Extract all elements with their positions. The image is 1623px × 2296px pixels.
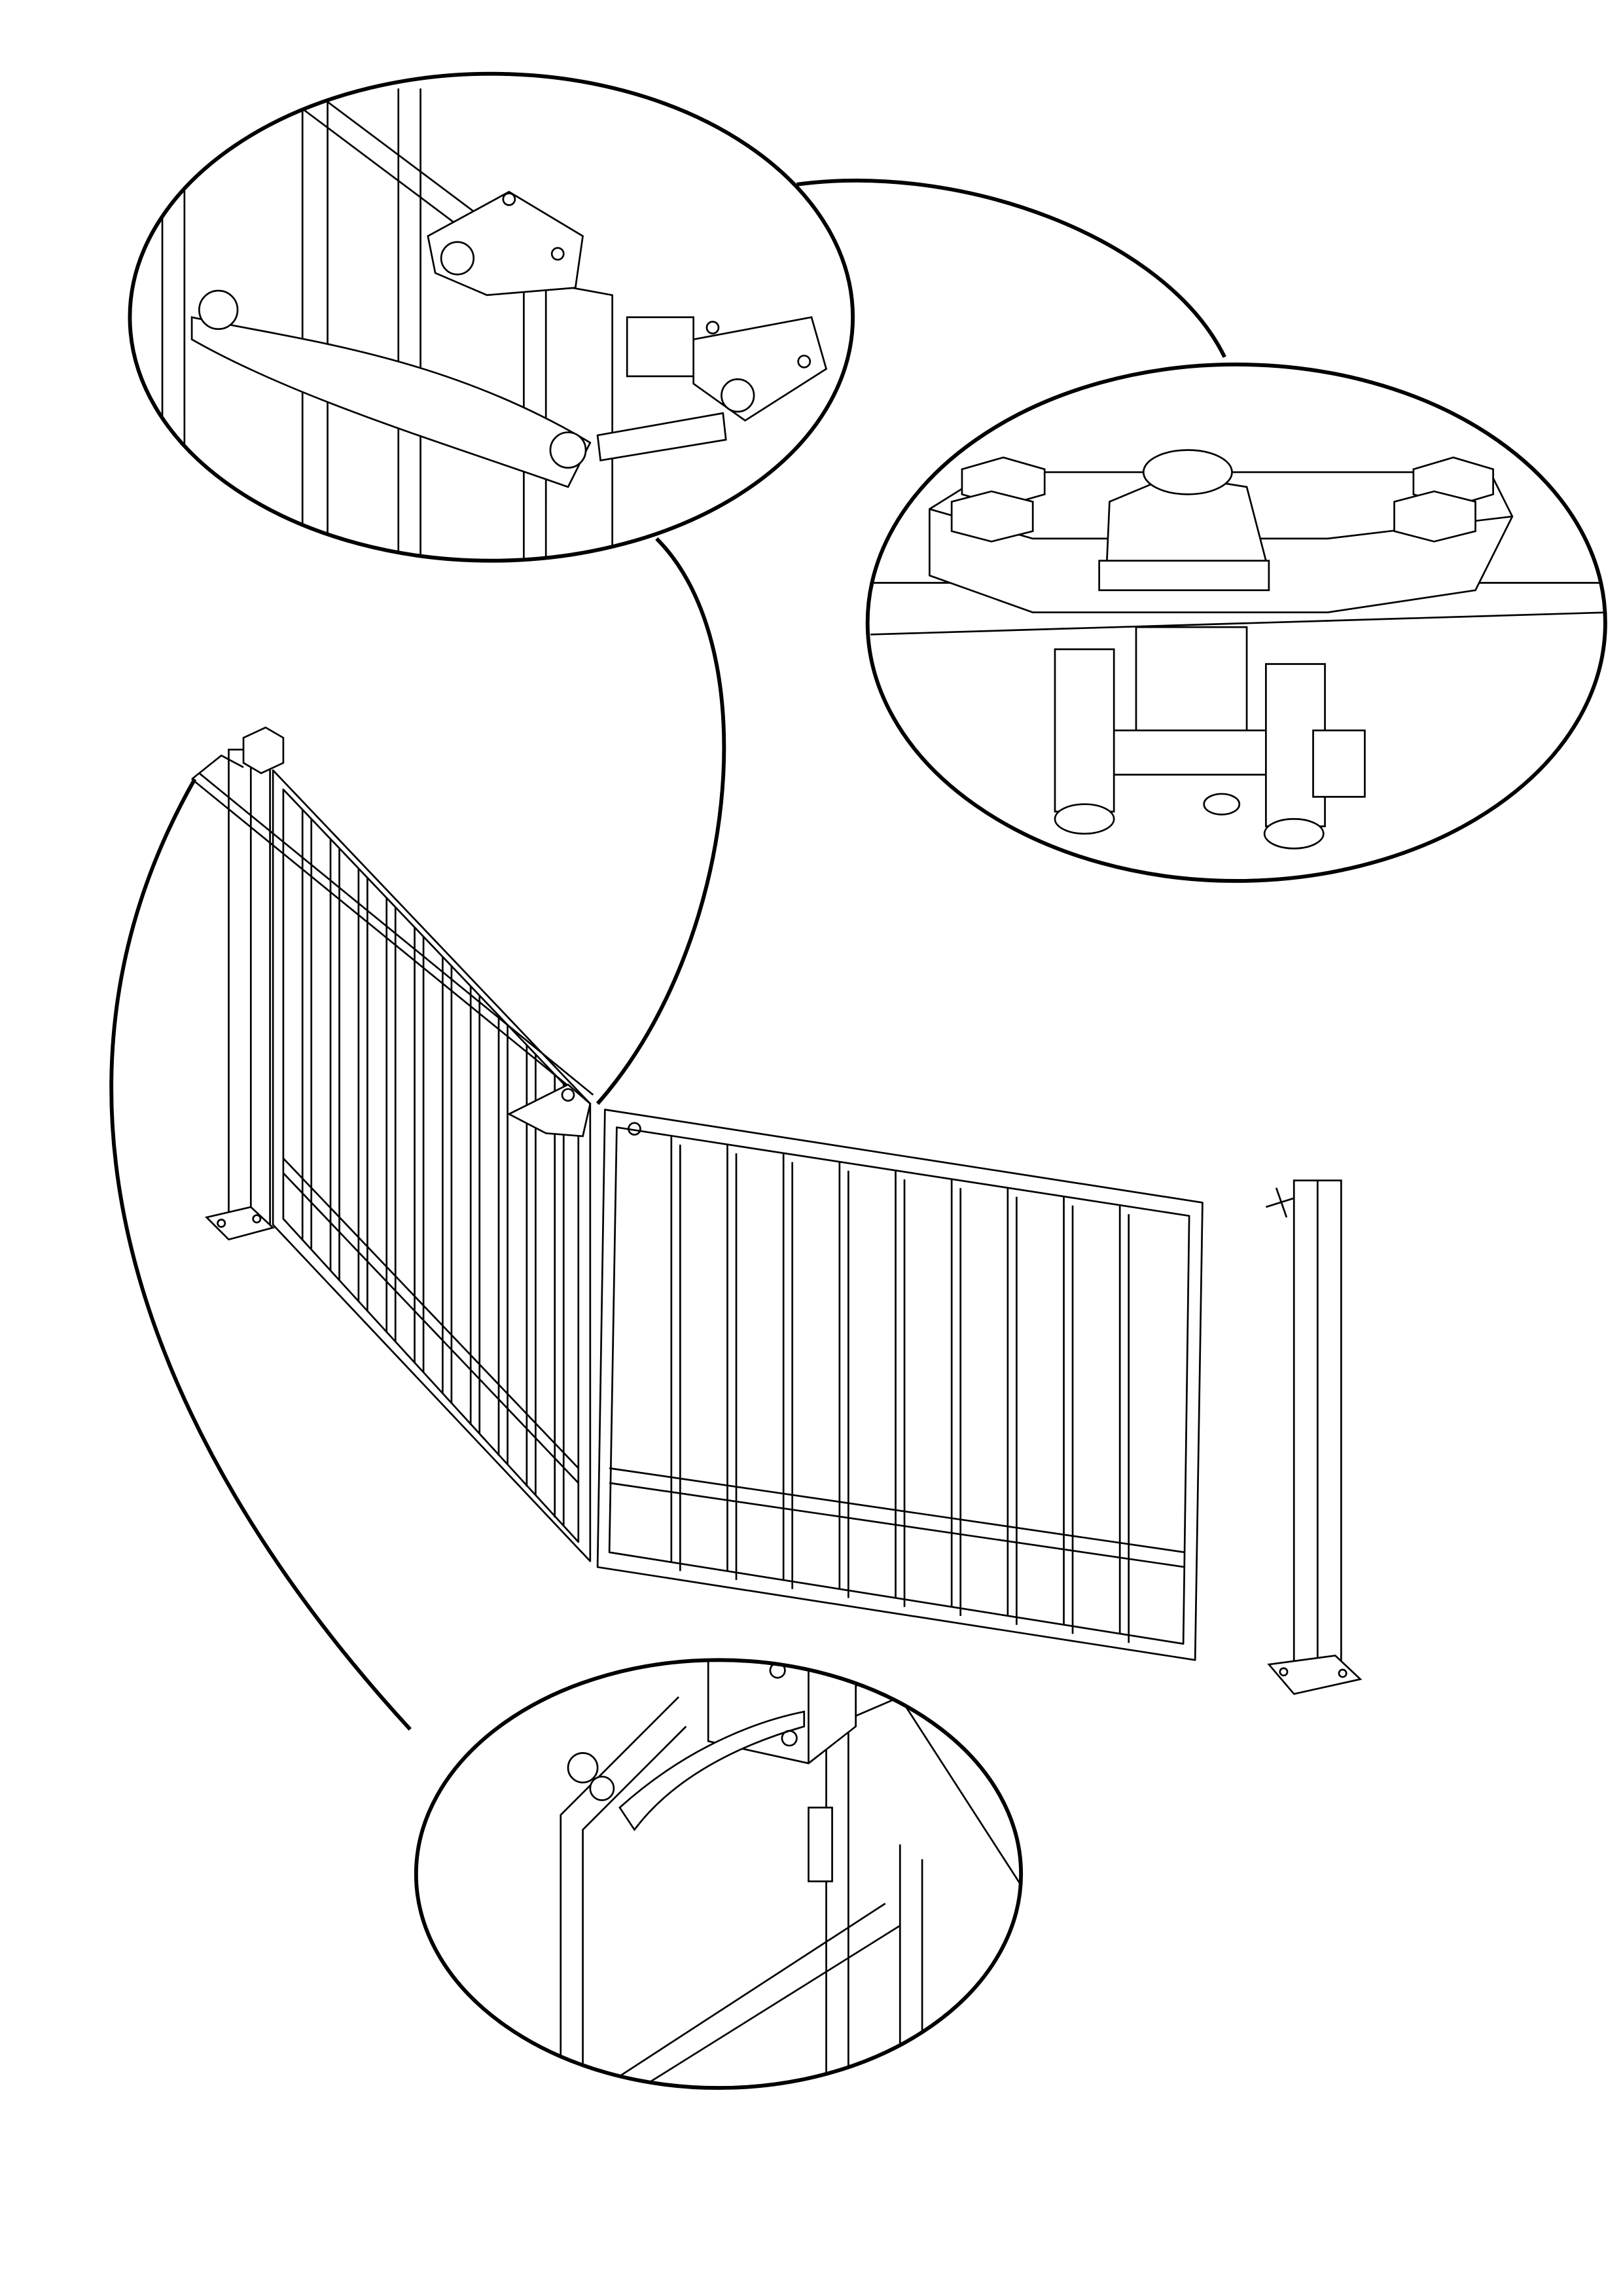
gate-bar	[726, 1144, 738, 1581]
leader-lines	[109, 179, 1226, 1731]
gate-bar	[357, 868, 368, 1311]
gate-bar	[301, 809, 313, 1249]
gate-bar	[554, 1074, 565, 1527]
right-gate-leaf	[596, 1109, 1204, 1661]
gate	[191, 726, 1363, 1695]
gate-bar	[838, 1162, 849, 1598]
hinge-bracket	[507, 1083, 641, 1138]
left-gate-leaf	[272, 769, 592, 1562]
detail-view-post-bracket	[414, 1658, 1024, 2090]
detail-view-arm-linkage	[128, 71, 855, 563]
bolt-icons	[198, 192, 812, 469]
gate-bar	[670, 1136, 681, 1571]
gate-bar	[950, 1179, 962, 1616]
small-bolt-icons	[950, 456, 1494, 850]
gate-bar	[385, 897, 397, 1342]
gate-bar	[497, 1015, 508, 1465]
gate-bar	[1118, 1205, 1130, 1643]
gate-bar	[469, 986, 481, 1434]
gate-bar	[782, 1153, 794, 1589]
detail-view-pivot-bolt	[865, 362, 1607, 883]
gate-bar	[895, 1170, 906, 1607]
left-post	[204, 726, 285, 1241]
gate-bar	[1063, 1196, 1074, 1634]
gate-bar	[329, 838, 340, 1280]
gate-bar	[1007, 1188, 1018, 1625]
right-post	[1265, 1179, 1363, 1695]
gate-bar	[414, 927, 425, 1372]
gate-bar	[442, 956, 453, 1403]
